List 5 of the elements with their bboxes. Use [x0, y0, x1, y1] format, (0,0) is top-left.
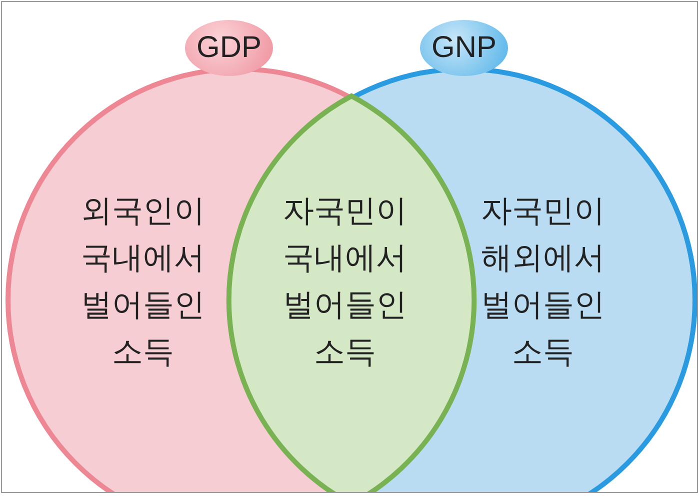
region-text: 자국민이 국내에서 벌어들인 소득 — [270, 188, 420, 376]
label-oval: GDP — [185, 20, 273, 76]
region-text: 외국인이 국내에서 벌어들인 소득 — [68, 188, 218, 376]
region-text: 자국민이 해외에서 벌어들인 소득 — [468, 188, 618, 376]
label-oval: GNP — [420, 20, 508, 76]
